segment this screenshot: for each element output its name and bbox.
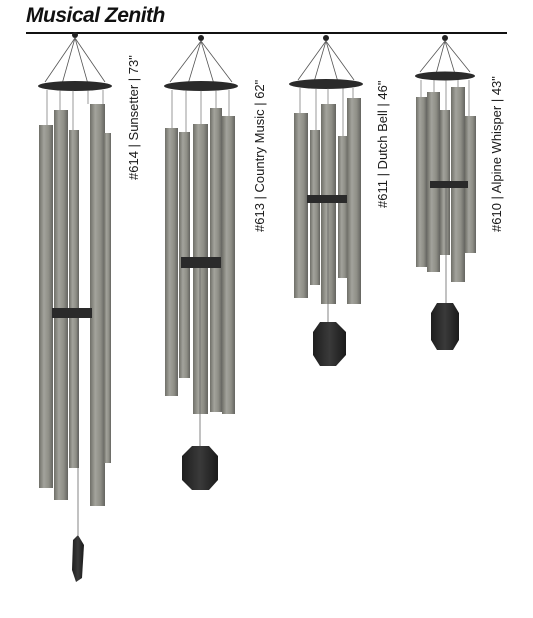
- chime-tube: [193, 124, 208, 414]
- chime-tube: [310, 130, 320, 285]
- chime-tube: [465, 116, 476, 253]
- chime-striker: [307, 195, 347, 203]
- chime-tube: [90, 104, 105, 506]
- product-label-alpine-whisper: #610 | Alpine Whisper | 43": [489, 76, 504, 232]
- product-label-country-music: #613 | Country Music | 62": [252, 79, 267, 232]
- chime-dutch-bell: [289, 35, 363, 366]
- chime-top-disc: [38, 81, 112, 91]
- chime-alpine-whisper: [415, 35, 476, 350]
- wind-sail: [431, 303, 459, 350]
- hook-icon: [442, 35, 448, 41]
- wind-sail: [182, 446, 218, 490]
- chime-tube: [321, 104, 336, 304]
- chime-tube: [165, 128, 178, 396]
- chime-tube: [39, 125, 53, 488]
- chime-striker: [430, 181, 468, 188]
- chime-sunsetter: [38, 32, 112, 582]
- wind-sail: [313, 322, 346, 366]
- hook-icon: [323, 35, 329, 41]
- chime-tube: [416, 97, 427, 267]
- wind-sail: [72, 535, 84, 582]
- chime-tube: [347, 98, 361, 304]
- chime-tube: [69, 130, 79, 468]
- chime-top-disc: [289, 79, 363, 89]
- chime-tube: [338, 136, 348, 278]
- hook-icon: [198, 35, 204, 41]
- chime-striker: [52, 308, 92, 318]
- chime-tube: [54, 110, 68, 500]
- product-label-dutch-bell: #611 | Dutch Bell | 46": [375, 80, 390, 208]
- chime-striker: [181, 257, 221, 268]
- chime-top-disc: [415, 71, 475, 81]
- chime-tube: [104, 133, 111, 463]
- page-title: Musical Zenith: [26, 4, 165, 27]
- chime-country-music: [164, 35, 238, 490]
- chime-top-disc: [164, 81, 238, 91]
- hook-icon: [72, 32, 78, 38]
- chime-tube: [294, 113, 308, 298]
- chime-tube: [179, 132, 190, 378]
- chime-tube: [222, 116, 235, 414]
- product-label-sunsetter: #614 | Sunsetter | 73": [126, 55, 141, 180]
